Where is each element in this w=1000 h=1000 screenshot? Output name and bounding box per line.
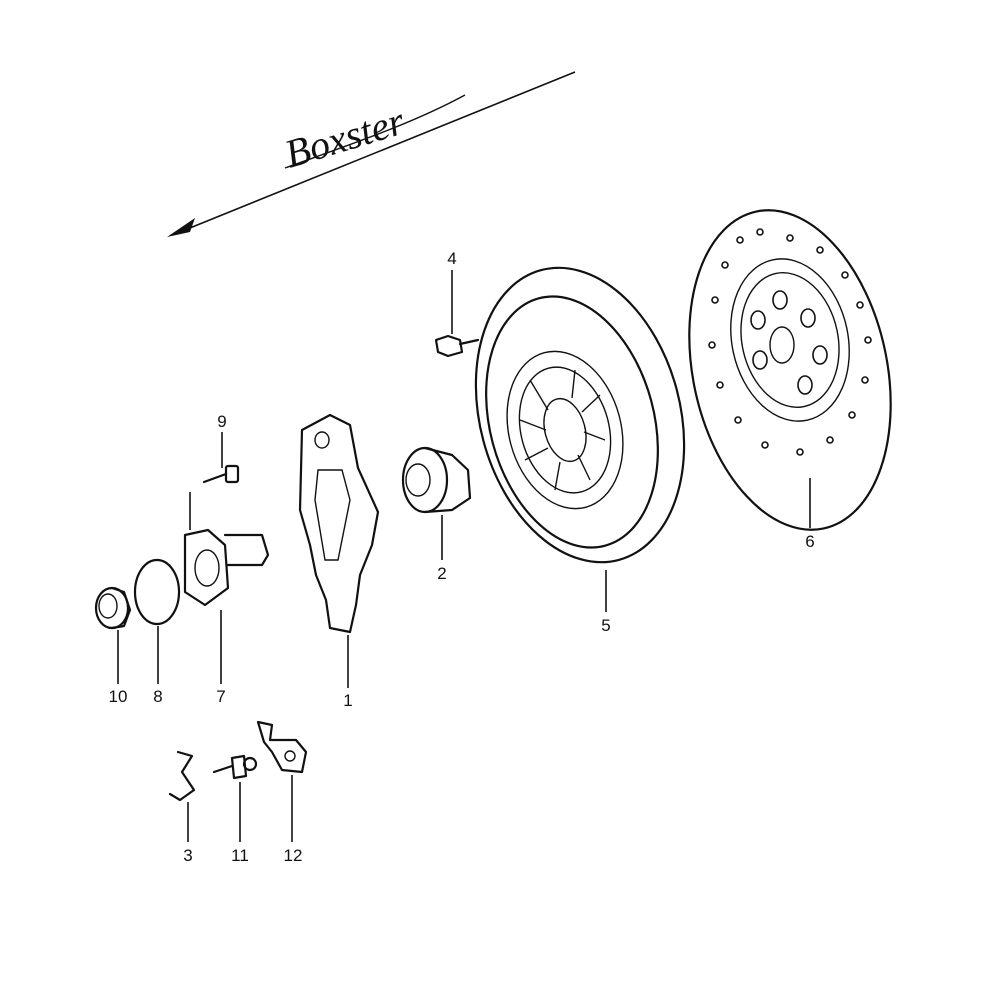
- clutch-disc: [688, 209, 892, 531]
- bracket-12: [256, 720, 308, 774]
- callout-10: 10: [109, 687, 128, 706]
- callout-2: 2: [437, 564, 446, 583]
- bolt-4: [434, 334, 480, 358]
- pressure-plate: [474, 266, 686, 564]
- callout-7: 7: [216, 687, 225, 706]
- leader-lines: [117, 270, 811, 842]
- logo-swash: [284, 94, 466, 169]
- callout-9: 9: [217, 412, 226, 431]
- spring-clip: [168, 750, 196, 802]
- callout-11: 11: [231, 846, 249, 865]
- ball-stud: [212, 754, 258, 780]
- callout-6: 6: [805, 532, 814, 551]
- callout-8: 8: [153, 687, 162, 706]
- callout-12: 12: [284, 846, 303, 865]
- callout-3: 3: [183, 846, 192, 865]
- callout-1: 1: [343, 691, 352, 710]
- o-ring: [133, 558, 181, 626]
- guide-tube: [183, 492, 270, 607]
- shaft-seal: [94, 586, 132, 630]
- direction-arrow: [167, 71, 576, 237]
- callout-4: 4: [447, 249, 456, 268]
- callout-5: 5: [601, 616, 610, 635]
- release-fork: [298, 413, 380, 634]
- release-bearing: [401, 446, 472, 514]
- screw-9: [202, 464, 240, 484]
